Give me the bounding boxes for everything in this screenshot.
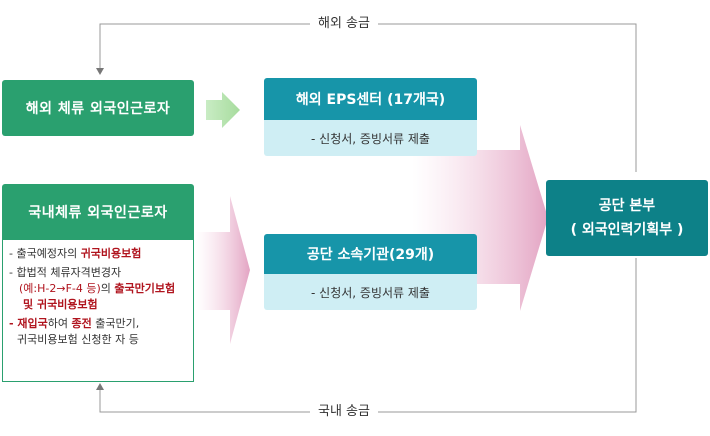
- eps-center-header: 해외 EPS센터 (17개국): [264, 78, 477, 120]
- pink-arrow-domestic: [196, 196, 250, 344]
- green-arrow: [206, 92, 240, 128]
- overseas-worker-title: 해외 체류 외국인근로자: [25, 101, 171, 117]
- detail-3-suffix: 출국만기,: [91, 317, 140, 330]
- detail-2-highlight: 출국만기보험: [114, 282, 176, 295]
- detail-3-line1: - 재입국하여 종전 출국만기,: [9, 316, 187, 332]
- overseas-worker-box: 해외 체류 외국인근로자: [2, 80, 194, 136]
- detail-item-2: - 합법적 체류자격변경자 (예:H-2→F-4 등)의 출국만기보험 및 귀국…: [9, 265, 187, 313]
- detail-2-line3: 및 귀국비용보험: [23, 298, 98, 311]
- detail-1-highlight: 귀국비용보험: [80, 247, 142, 260]
- hq-box: 공단 본부 ( 외국인력기획부 ): [546, 180, 708, 256]
- eps-center-body: - 신청서, 증빙서류 제출: [264, 120, 477, 156]
- bottom-loop-arrowhead: [96, 383, 104, 390]
- overseas-remittance-label: 해외 송금: [310, 16, 378, 32]
- detail-2-line2: (예:H-2→F-4 등)의 출국만기보험: [9, 281, 187, 297]
- detail-3-mid: 하여: [47, 317, 72, 330]
- branch-header: 공단 소속기관(29개): [264, 234, 477, 274]
- eps-center-title: 해외 EPS센터 (17개국): [295, 92, 446, 108]
- domestic-worker-title: 국내체류 외국인근로자: [28, 205, 168, 221]
- detail-3-line2: 귀국비용보험 신청한 자 등: [17, 333, 139, 346]
- detail-item-3: - 재입국하여 종전 출국만기, 귀국비용보험 신청한 자 등: [9, 316, 187, 348]
- branch-desc: - 신청서, 증빙서류 제출: [311, 285, 430, 300]
- detail-2-line1: - 합법적 체류자격변경자: [9, 266, 122, 279]
- detail-3-previous: 종전: [71, 317, 92, 330]
- domestic-worker-details: - 출국예정자의 귀국비용보험 - 합법적 체류자격변경자 (예:H-2→F-4…: [2, 240, 194, 382]
- domestic-remittance-label: 국내 송금: [310, 404, 378, 420]
- top-loop-arrowhead: [96, 68, 104, 75]
- detail-item-1: - 출국예정자의 귀국비용보험: [9, 246, 187, 262]
- hq-title: 공단 본부: [598, 198, 656, 214]
- detail-1-prefix: - 출국예정자의: [9, 247, 81, 260]
- branch-title: 공단 소속기관(29개): [306, 247, 435, 263]
- eps-center-desc: - 신청서, 증빙서류 제출: [311, 131, 430, 146]
- hq-department: ( 외국인력기획부 ): [570, 222, 684, 238]
- branch-body: - 신청서, 증빙서류 제출: [264, 274, 477, 310]
- detail-2-mid: 의: [100, 282, 115, 295]
- detail-2-example: (예:H-2→F-4 등): [19, 282, 101, 295]
- detail-3-reentry: - 재입국: [9, 317, 48, 330]
- domestic-worker-box: 국내체류 외국인근로자: [2, 184, 194, 240]
